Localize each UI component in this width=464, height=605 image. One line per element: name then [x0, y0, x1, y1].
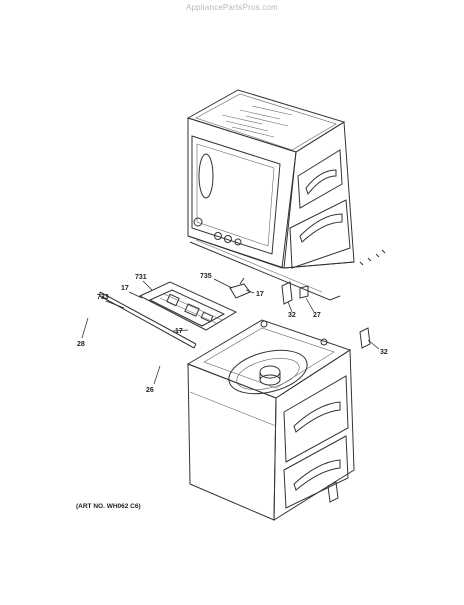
front-trim-strip: [99, 291, 197, 349]
callout-28: 28: [77, 341, 85, 348]
callout-17: 17: [121, 285, 129, 292]
callout-17: 17: [175, 328, 183, 335]
control-housing: [138, 281, 238, 331]
clip-parts: [281, 281, 371, 349]
screws-group: [359, 249, 386, 266]
dryer-cabinet: [186, 89, 355, 301]
washer-cabinet: [186, 319, 355, 521]
callout-733: 733: [97, 294, 109, 301]
callout-32: 32: [380, 349, 388, 356]
callout-26: 26: [146, 387, 154, 394]
art-number: (ART NO. WH062 C6): [76, 503, 141, 510]
callout-731: 731: [135, 274, 147, 281]
callout-labels: 731 17 733 28 735 17 32 27 17 26 32: [77, 273, 388, 394]
callout-27: 27: [313, 312, 321, 319]
callout-32: 32: [288, 312, 296, 319]
callout-735: 735: [200, 273, 212, 280]
washer-top-knob: [260, 320, 328, 346]
watermark-text: AppliancePartsPros.com: [186, 3, 278, 12]
callout-17: 17: [256, 291, 264, 298]
bracket-735: [229, 277, 251, 299]
leader-lines: [81, 278, 380, 385]
